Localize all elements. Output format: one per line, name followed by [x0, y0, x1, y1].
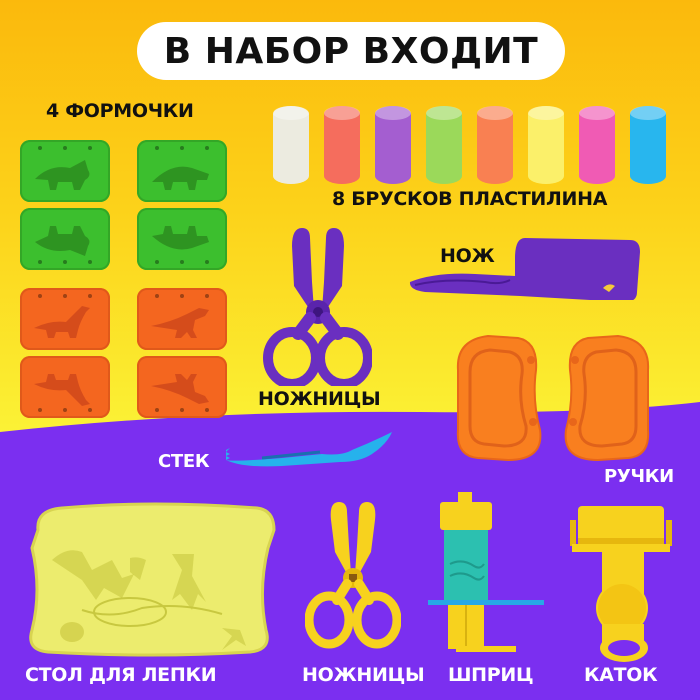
plasticine-stick-purple — [375, 106, 411, 184]
dinosaur-icon — [34, 374, 90, 406]
dinosaur-icon — [34, 306, 90, 338]
handles-icon — [456, 334, 650, 462]
dinosaur-icon — [35, 160, 90, 190]
dinosaur-icon — [151, 308, 209, 338]
scissors-yellow-icon — [305, 502, 401, 649]
roller-label: КАТОК — [584, 664, 658, 686]
plasticine-stick-white — [273, 106, 309, 184]
stack-label: СТЕК — [158, 451, 210, 472]
syringe-icon — [428, 492, 544, 652]
plasticine-stick-green — [426, 106, 462, 184]
plasticine-stick-red — [324, 106, 360, 184]
page-title: В НАБОР ВХОДИТ — [163, 30, 539, 72]
dinosaur-icon — [152, 166, 209, 190]
dinosaur-icon — [152, 226, 209, 250]
modeling-table-icon — [29, 502, 276, 657]
plasticine-stick-pink — [579, 106, 615, 184]
dinosaur-icon — [35, 226, 90, 256]
plasticine-stick-orange — [477, 106, 513, 184]
plasticine-stick-yellow — [528, 106, 564, 184]
stack-tool-icon — [226, 432, 392, 467]
dinosaur-icon — [151, 374, 209, 404]
plasticine-stick-blue — [630, 106, 666, 184]
syringe-label: ШПРИЦ — [448, 664, 534, 686]
title-banner: В НАБОР ВХОДИТ — [137, 22, 565, 80]
scissors-bottom-label: НОЖНИЦЫ — [302, 664, 425, 686]
roller-icon — [570, 506, 672, 662]
plasticine-label: 8 БРУСКОВ ПЛАСТИЛИНА — [332, 188, 608, 210]
knife-label: НОЖ — [440, 245, 495, 267]
scissors-top-label: НОЖНИЦЫ — [258, 388, 381, 410]
scissors-purple-icon — [263, 228, 372, 386]
table-label: СТОЛ ДЛЯ ЛЕПКИ — [25, 664, 217, 686]
knife-icon — [409, 238, 640, 300]
handles-label: РУЧКИ — [604, 466, 674, 487]
molds-label: 4 ФОРМОЧКИ — [46, 100, 194, 122]
